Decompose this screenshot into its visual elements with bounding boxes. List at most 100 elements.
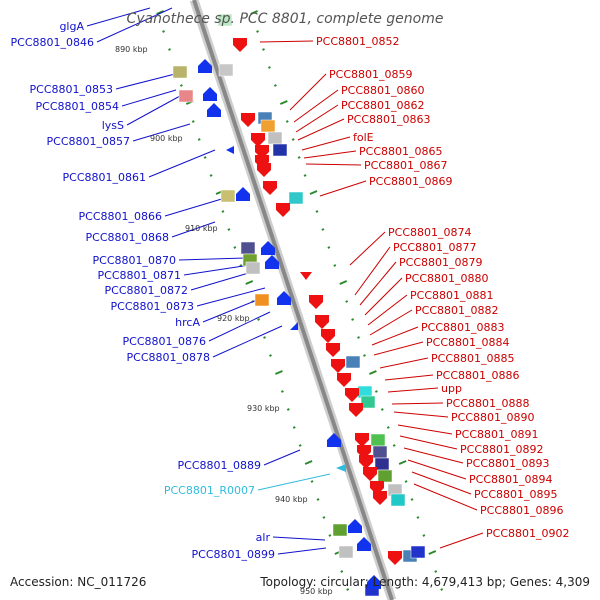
gene-label[interactable]: PCC8801_0867: [364, 159, 447, 172]
reverse-gene-arrow[interactable]: [315, 315, 329, 329]
reverse-gene-arrow[interactable]: [363, 467, 377, 481]
gene-label[interactable]: PCC8801_0857: [47, 135, 130, 148]
reverse-gene-arrow[interactable]: [300, 272, 312, 280]
gene-label[interactable]: PCC8801_0885: [431, 352, 514, 365]
gene-label[interactable]: PCC8801_0894: [469, 473, 552, 486]
forward-gene-arrow[interactable]: [226, 146, 234, 154]
gene-label[interactable]: PCC8801_0861: [63, 171, 146, 184]
gene-label[interactable]: PCC8801_0859: [329, 68, 412, 81]
gene-block[interactable]: [390, 493, 406, 507]
gene-block[interactable]: [272, 143, 288, 157]
gene-label[interactable]: PCC8801_0872: [105, 284, 188, 297]
gene-label[interactable]: PCC8801_0874: [388, 226, 471, 239]
reverse-gene-arrow[interactable]: [263, 181, 277, 195]
gene-block[interactable]: [372, 445, 388, 459]
gene-label[interactable]: PCC8801_0854: [36, 100, 119, 113]
gene-label[interactable]: PCC8801_0879: [399, 256, 482, 269]
forward-gene-arrow[interactable]: [207, 103, 221, 117]
reverse-gene-arrow[interactable]: [349, 403, 363, 417]
gene-label[interactable]: PCC8801_0895: [474, 488, 557, 501]
forward-gene-arrow[interactable]: [277, 291, 291, 305]
forward-gene-arrow[interactable]: [236, 187, 250, 201]
reverse-gene-arrow[interactable]: [241, 113, 255, 127]
gene-block[interactable]: [260, 119, 276, 133]
gene-label[interactable]: PCC8801_0865: [359, 145, 442, 158]
gene-block[interactable]: [172, 65, 188, 79]
gene-block[interactable]: [377, 469, 393, 483]
reverse-gene-arrow[interactable]: [359, 455, 373, 469]
gene-label[interactable]: PCC8801_0902: [486, 527, 569, 540]
reverse-gene-arrow[interactable]: [373, 491, 387, 505]
gene-block[interactable]: [217, 13, 233, 27]
gene-label[interactable]: PCC8801_0892: [460, 443, 543, 456]
reverse-gene-arrow[interactable]: [233, 38, 247, 52]
reverse-gene-arrow[interactable]: [388, 551, 402, 565]
gene-block[interactable]: [370, 433, 386, 447]
gene-block[interactable]: [338, 545, 354, 559]
gene-label[interactable]: PCC8801_0877: [393, 241, 476, 254]
gene-label[interactable]: lysS: [102, 119, 124, 132]
gene-label[interactable]: PCC8801_0880: [405, 272, 488, 285]
gene-label[interactable]: PCC8801_0878: [127, 351, 210, 364]
gene-block[interactable]: [288, 191, 304, 205]
gene-label[interactable]: PCC8801_0866: [79, 210, 162, 223]
gene-label[interactable]: PCC8801_0853: [30, 83, 113, 96]
forward-gene-arrow[interactable]: [348, 519, 362, 533]
gene-label[interactable]: PCC8801_0881: [410, 289, 493, 302]
gene-label[interactable]: PCC8801_0893: [466, 457, 549, 470]
gene-label[interactable]: PCC8801_0886: [436, 369, 519, 382]
forward-gene-arrow[interactable]: [198, 59, 212, 73]
forward-gene-arrow[interactable]: [203, 87, 217, 101]
gene-block[interactable]: [374, 457, 390, 471]
reverse-gene-arrow[interactable]: [257, 163, 271, 177]
gene-block[interactable]: [360, 395, 376, 409]
gene-label[interactable]: PCC8801_0870: [93, 254, 176, 267]
gene-block[interactable]: [254, 293, 270, 307]
reverse-gene-arrow[interactable]: [326, 343, 340, 357]
gene-label[interactable]: PCC8801_0888: [446, 397, 529, 410]
gene-block[interactable]: [220, 189, 236, 203]
forward-gene-arrow[interactable]: [265, 255, 279, 269]
gene-label[interactable]: PCC8801_0883: [421, 321, 504, 334]
reverse-gene-arrow[interactable]: [309, 295, 323, 309]
gene-block[interactable]: [178, 89, 194, 103]
forward-gene-arrow[interactable]: [261, 241, 275, 255]
gene-label[interactable]: alr: [256, 531, 271, 544]
gene-label[interactable]: upp: [441, 382, 462, 395]
gene-block[interactable]: [245, 261, 261, 275]
gene-block[interactable]: [267, 131, 283, 145]
gene-block[interactable]: [332, 523, 348, 537]
gene-label[interactable]: PCC8801_0868: [86, 231, 169, 244]
gene-label[interactable]: PCC8801_0899: [192, 548, 275, 561]
gene-block[interactable]: [345, 355, 361, 369]
gene-label[interactable]: PCC8801_0873: [111, 300, 194, 313]
reverse-gene-arrow[interactable]: [251, 133, 265, 147]
forward-gene-arrow[interactable]: [290, 322, 298, 330]
forward-gene-arrow[interactable]: [367, 575, 381, 589]
forward-gene-arrow[interactable]: [357, 537, 371, 551]
gene-label[interactable]: PCC8801_0863: [347, 113, 430, 126]
gene-label[interactable]: PCC8801_0862: [341, 99, 424, 112]
gene-label[interactable]: PCC8801_R0007: [164, 484, 255, 497]
gene-block[interactable]: [218, 63, 234, 77]
gene-label[interactable]: PCC8801_0891: [455, 428, 538, 441]
reverse-gene-arrow[interactable]: [321, 329, 335, 343]
gene-label[interactable]: PCC8801_0852: [316, 35, 399, 48]
gene-label[interactable]: PCC8801_0860: [341, 84, 424, 97]
gene-label[interactable]: glgA: [59, 20, 84, 33]
reverse-gene-arrow[interactable]: [331, 359, 345, 373]
gene-label[interactable]: PCC8801_0876: [123, 335, 206, 348]
forward-gene-arrow[interactable]: [327, 433, 341, 447]
rna-gene-marker[interactable]: [336, 464, 346, 472]
gene-label[interactable]: PCC8801_0871: [98, 269, 181, 282]
gene-label[interactable]: PCC8801_0846: [11, 36, 94, 49]
gene-label[interactable]: PCC8801_0884: [426, 336, 509, 349]
reverse-gene-arrow[interactable]: [337, 373, 351, 387]
gene-label[interactable]: PCC8801_0890: [451, 411, 534, 424]
gene-label[interactable]: PCC8801_0889: [178, 459, 261, 472]
gene-label[interactable]: PCC8801_0869: [369, 175, 452, 188]
gene-block[interactable]: [240, 241, 256, 255]
reverse-gene-arrow[interactable]: [276, 203, 290, 217]
reverse-gene-arrow[interactable]: [355, 433, 369, 447]
gene-label[interactable]: hrcA: [175, 316, 200, 329]
